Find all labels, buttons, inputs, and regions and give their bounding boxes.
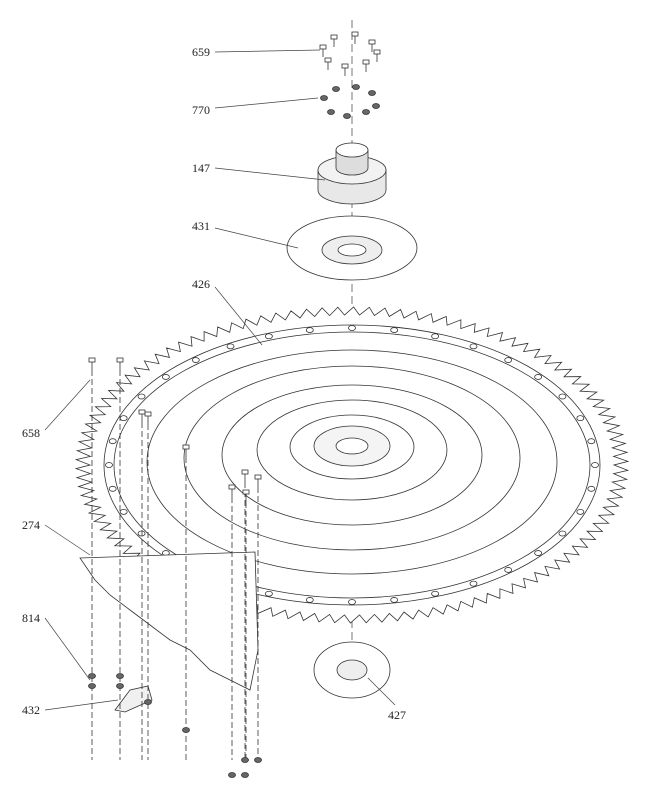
bolt-icon xyxy=(362,59,370,72)
rim-bolt xyxy=(431,333,440,340)
bolt-icon xyxy=(351,31,359,44)
flange-431 xyxy=(286,215,418,281)
rim-bolt xyxy=(504,567,513,573)
nut-icon xyxy=(254,757,262,763)
rim-bolt xyxy=(305,597,314,603)
bolt-icon xyxy=(319,44,327,57)
blade-ring xyxy=(289,414,415,480)
nut-icon xyxy=(343,113,351,119)
rim-bolts xyxy=(105,325,599,605)
callout-274: 274 xyxy=(22,518,40,532)
blade-ring xyxy=(183,365,521,551)
bolt-icon xyxy=(116,357,124,370)
rim-bolt xyxy=(591,462,599,468)
rim-bolt xyxy=(226,343,235,350)
nut-icon xyxy=(116,673,124,679)
rim-bolt xyxy=(390,597,399,603)
bolt-icon xyxy=(324,57,332,70)
callout-814: 814 xyxy=(22,611,40,625)
nut-icon xyxy=(228,772,236,778)
rim-bolt xyxy=(576,415,585,422)
rim-bolt xyxy=(534,374,543,380)
hub-147 xyxy=(317,142,387,205)
blade-segment-274 xyxy=(79,551,259,691)
rim-bolt xyxy=(534,550,543,556)
nut-icon xyxy=(352,84,360,90)
nut-icon xyxy=(241,757,249,763)
nut-icon xyxy=(332,86,340,92)
rim-bolt xyxy=(105,462,113,468)
blade-bore xyxy=(335,437,369,455)
rim-bolt xyxy=(161,374,170,380)
blade-ring xyxy=(256,399,448,501)
rim-bolt xyxy=(431,590,440,597)
rim-bolt xyxy=(558,393,567,400)
bolt-icon xyxy=(330,34,338,47)
fasteners xyxy=(88,31,381,778)
blade-ring xyxy=(221,384,483,526)
nut-icon xyxy=(144,699,152,705)
leader-lines xyxy=(44,49,396,711)
callout-431: 431 xyxy=(192,219,210,233)
nut-icon xyxy=(88,673,96,679)
rim-bolt xyxy=(305,327,314,333)
rim-bolt xyxy=(119,508,128,515)
rim-bolt xyxy=(191,357,200,363)
bolt-icon xyxy=(228,484,236,497)
rim-bolt xyxy=(469,580,478,587)
rim-bolt xyxy=(469,343,478,350)
rim-bolt xyxy=(587,438,596,445)
rim-bolt xyxy=(264,333,273,340)
blade-ring xyxy=(113,331,591,599)
flange-427 xyxy=(313,641,391,699)
nut-icon xyxy=(362,109,370,115)
callout-427: 427 xyxy=(388,708,406,722)
rim-bolt xyxy=(390,327,399,333)
bracket-432 xyxy=(114,685,153,713)
callout-770: 770 xyxy=(192,103,210,117)
rim-bolt xyxy=(576,508,585,515)
rim-bolt xyxy=(108,485,117,492)
callout-147: 147 xyxy=(192,161,210,175)
nut-icon xyxy=(241,772,249,778)
bolt-icon xyxy=(144,411,152,424)
rim-bolt xyxy=(587,485,596,492)
rim-bolt xyxy=(108,438,117,445)
rim-bolt xyxy=(119,415,128,422)
bolt-icon xyxy=(341,63,349,76)
blade-ring xyxy=(146,349,558,575)
callout-659: 659 xyxy=(192,45,210,59)
callout-426: 426 xyxy=(192,277,210,291)
rim-bolt xyxy=(264,590,273,597)
nut-icon xyxy=(368,90,376,96)
bolt-icon xyxy=(241,469,249,482)
bolt-icon xyxy=(254,474,262,487)
nut-icon xyxy=(88,683,96,689)
rim-bolt xyxy=(558,530,567,537)
nut-icon xyxy=(327,109,335,115)
nut-icon xyxy=(320,95,328,101)
nut-icon xyxy=(116,683,124,689)
nut-icon xyxy=(372,103,380,109)
callout-658: 658 xyxy=(22,426,40,440)
rim-bolt xyxy=(504,357,513,363)
rim-bolt xyxy=(137,530,146,537)
bolt-icon xyxy=(88,357,96,370)
callout-432: 432 xyxy=(22,703,40,717)
bolt-icon xyxy=(182,444,190,457)
rim-bolt xyxy=(137,393,146,400)
nut-icon xyxy=(182,727,190,733)
bolt-icon xyxy=(368,39,376,52)
bolt-icon xyxy=(373,49,381,62)
bolt-icon xyxy=(242,489,250,502)
rim-bolt xyxy=(348,599,356,605)
rim-bolt xyxy=(348,325,356,331)
